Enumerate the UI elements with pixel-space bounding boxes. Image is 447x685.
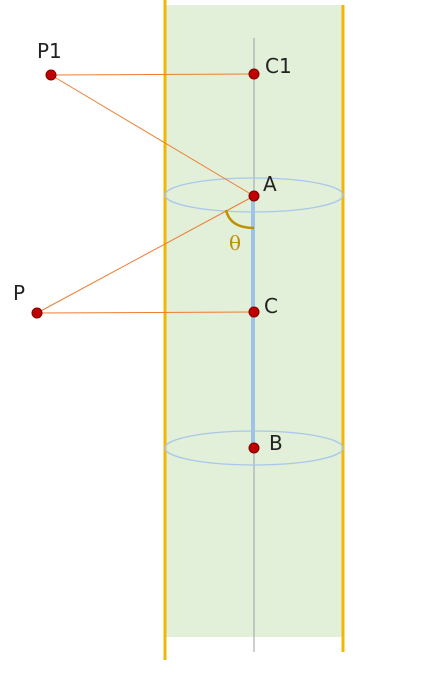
angle-arc (224, 209, 255, 230)
point-p (31, 307, 43, 319)
label-p1: P1 (37, 39, 62, 63)
point-b (248, 442, 260, 454)
line-p1-c1 (50, 73, 255, 76)
label-c1: C1 (265, 54, 292, 78)
label-theta: θ (229, 231, 241, 255)
line-p1-a (50, 74, 255, 197)
line-p-a (36, 195, 255, 314)
point-a (248, 190, 260, 202)
point-c1 (248, 68, 260, 80)
point-p1 (45, 69, 57, 81)
label-c: C (264, 294, 278, 318)
label-b: B (269, 431, 283, 455)
point-c (248, 306, 260, 318)
label-p: P (13, 281, 25, 305)
line-p-c (36, 311, 255, 314)
label-a: A (263, 172, 277, 196)
